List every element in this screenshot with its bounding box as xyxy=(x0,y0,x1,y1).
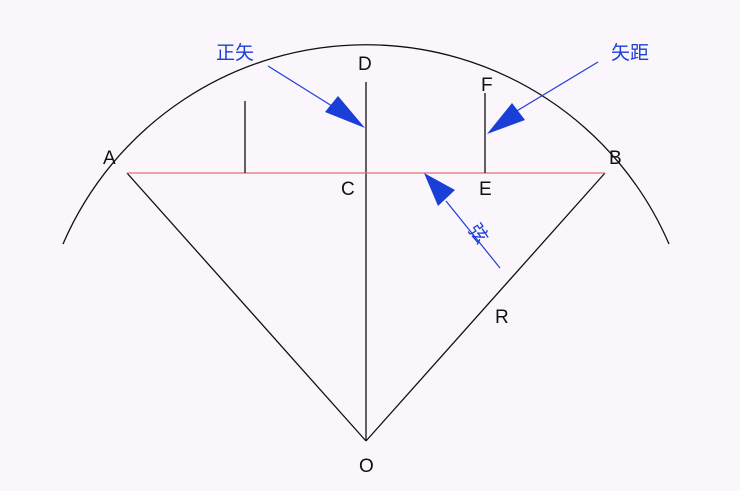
chord-arrow-shaft xyxy=(445,200,501,269)
offset-arrow-head xyxy=(487,103,525,134)
chord-arrow-head xyxy=(424,173,455,206)
label-R: R xyxy=(495,307,509,328)
label-O: O xyxy=(359,456,374,477)
label-A: A xyxy=(103,148,116,169)
label-B: B xyxy=(609,148,622,169)
label-C: C xyxy=(341,179,355,200)
radius-OB xyxy=(365,172,606,442)
label-D: D xyxy=(358,54,372,75)
arc xyxy=(62,44,670,245)
radius-OA xyxy=(126,172,367,442)
label-F: F xyxy=(481,75,493,96)
offset-arrow-shaft xyxy=(514,61,599,113)
label-E: E xyxy=(479,179,492,200)
annotation-sagitta: 正矢 xyxy=(216,42,255,64)
annotation-offset: 矢距 xyxy=(611,42,650,64)
sagitta-arrow-head xyxy=(325,96,365,128)
sagitta-arrow-shaft xyxy=(267,65,341,112)
